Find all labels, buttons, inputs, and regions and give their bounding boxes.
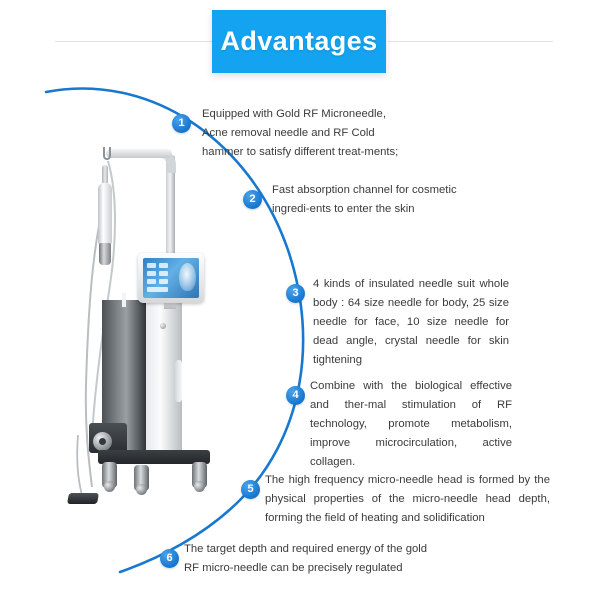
product-machine-illustration <box>62 135 212 510</box>
machine-caster <box>134 465 149 495</box>
feature-badge-5: 5 <box>241 480 260 499</box>
machine-side-handle <box>175 360 182 402</box>
machine-cabinet-slot <box>122 293 126 307</box>
machine-caster <box>102 462 117 492</box>
feature-badge-6: 6 <box>160 549 179 568</box>
feature-text-2: Fast absorption channel for cosmetic ing… <box>272 184 457 215</box>
feature-badge-2: 2 <box>243 190 262 209</box>
machine-arm-horizontal <box>106 149 172 158</box>
handpiece-tip <box>99 243 111 265</box>
feature-text-4: Combine with the biological effective an… <box>310 380 512 468</box>
handpiece-neck <box>102 165 108 185</box>
page-title: Advantages <box>220 26 378 56</box>
machine-arm-post <box>166 155 175 295</box>
feature-text-6: The target depth and required energy of … <box>184 543 428 574</box>
feature-text-1: Equipped with Gold RF Microneedle, Acne … <box>202 108 399 158</box>
screen-face-graphic <box>179 263 196 291</box>
touchscreen-display <box>143 258 199 298</box>
page-title-banner: Advantages <box>212 10 386 73</box>
machine-power-indicator <box>160 323 166 329</box>
feature-badge-4: 4 <box>286 386 305 405</box>
feature-text-5: The high frequency micro-needle head is … <box>265 474 550 524</box>
feature-badge-3: 3 <box>286 284 305 303</box>
feature-text-3: 4 kinds of insulated needle suit whole b… <box>313 278 509 366</box>
handpiece-hook <box>103 147 111 160</box>
header-divider-left <box>55 41 215 42</box>
handpiece-body <box>98 183 112 245</box>
header-divider-right <box>388 41 553 42</box>
machine-caster <box>192 462 207 492</box>
machine-base-bar <box>98 450 210 464</box>
machine-motor-wheel <box>93 432 112 451</box>
machine-foot-pedal <box>67 493 99 504</box>
screen-stand <box>164 301 176 309</box>
machine-touchscreen <box>138 253 204 303</box>
feature-badge-1: 1 <box>172 114 191 133</box>
